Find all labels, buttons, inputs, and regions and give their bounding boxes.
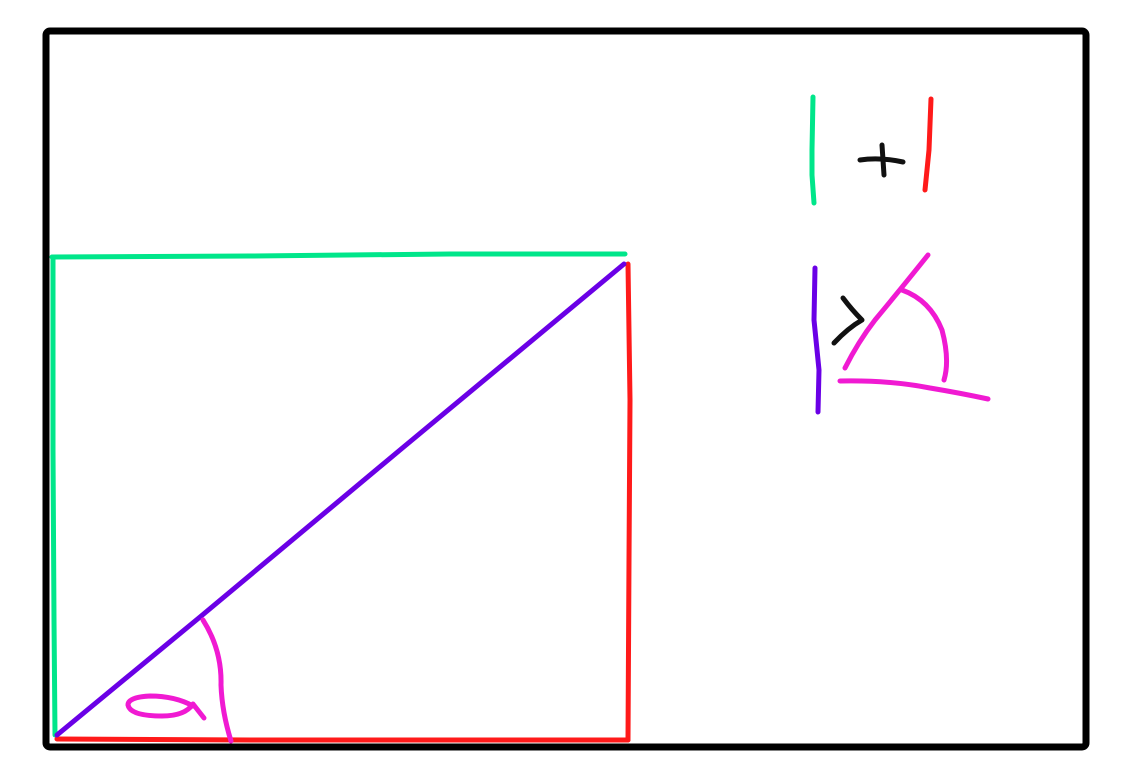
angle-arc [200, 617, 234, 744]
purple-bar [811, 265, 822, 415]
diagonal-purple [54, 261, 627, 738]
top-side-green [49, 251, 628, 260]
bottom-side-red [54, 736, 631, 743]
red-bar [922, 96, 934, 193]
green-bar [809, 94, 817, 206]
right-side-red [625, 261, 633, 743]
greater-than-icon [831, 295, 865, 346]
angle-icon [837, 252, 991, 402]
left-side-green [50, 255, 58, 738]
plus-icon [857, 142, 906, 178]
alpha-symbol [125, 693, 207, 721]
frame-border [42, 27, 1090, 751]
